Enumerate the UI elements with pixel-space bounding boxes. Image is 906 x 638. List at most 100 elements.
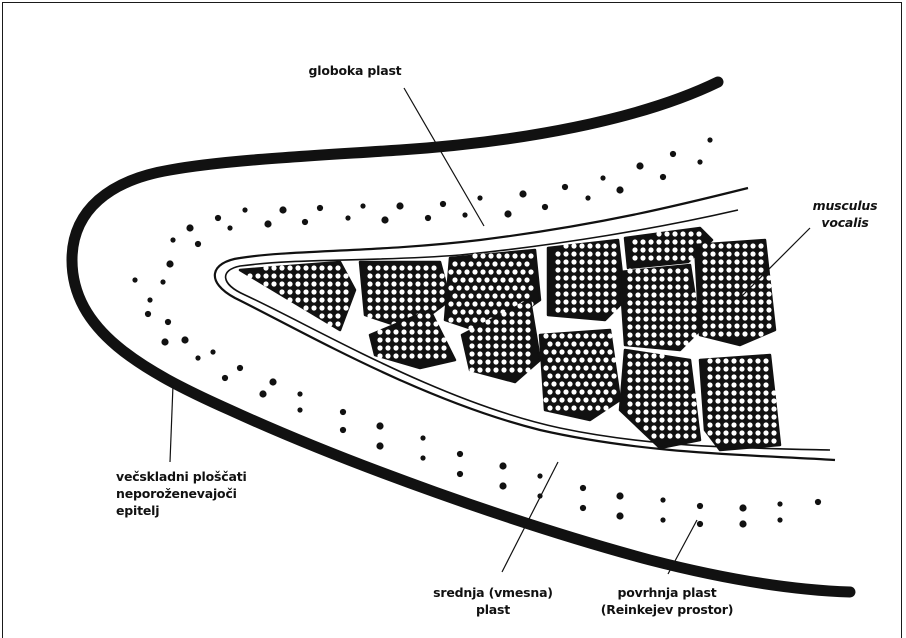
muscle-cell	[718, 283, 723, 288]
muscle-cell	[563, 307, 568, 312]
muscle-cell	[391, 273, 396, 278]
muscle-cell	[755, 422, 760, 427]
tissue-dot	[815, 499, 821, 505]
muscle-cell	[707, 382, 712, 387]
muscle-cell	[480, 253, 485, 258]
muscle-cell	[493, 351, 498, 356]
muscle-cell	[484, 309, 489, 314]
muscle-cell	[635, 276, 640, 281]
muscle-cell	[335, 265, 340, 270]
tissue-dot	[170, 237, 175, 242]
muscle-cell	[417, 329, 422, 334]
muscle-cell	[739, 414, 744, 419]
muscle-cell	[595, 251, 600, 256]
muscle-cell	[464, 285, 469, 290]
muscle-cell	[651, 353, 656, 358]
muscle-cell	[611, 283, 616, 288]
muscle-cell	[750, 307, 755, 312]
tissue-dot	[195, 241, 201, 247]
muscle-cell	[635, 409, 640, 414]
muscle-cell	[501, 343, 506, 348]
muscle-cell	[627, 377, 632, 382]
muscle-cell	[383, 273, 388, 278]
muscle-cell	[571, 251, 576, 256]
muscle-cell	[520, 269, 525, 274]
muscle-cell	[726, 251, 731, 256]
muscle-cell	[401, 345, 406, 350]
muscle-cell	[500, 293, 505, 298]
muscle-cell	[555, 291, 560, 296]
muscle-cell	[758, 315, 763, 320]
muscle-cell	[375, 265, 380, 270]
muscle-cell	[680, 239, 685, 244]
muscle-cell	[543, 397, 548, 402]
muscle-cell	[734, 307, 739, 312]
muscle-cell	[504, 253, 509, 258]
muscle-cell	[667, 425, 672, 430]
muscle-cell	[656, 239, 661, 244]
muscle-cell	[731, 430, 736, 435]
muscle-cell	[603, 283, 608, 288]
muscle-cell	[750, 331, 755, 336]
tissue-dot	[165, 319, 171, 325]
muscle-cell	[731, 382, 736, 387]
muscle-cell	[718, 331, 723, 336]
muscle-cell	[431, 265, 436, 270]
muscle-cell	[611, 267, 616, 272]
muscle-cell	[383, 281, 388, 286]
muscle-cell	[603, 251, 608, 256]
muscle-cell	[667, 324, 672, 329]
muscle-cell	[739, 382, 744, 387]
muscle-cell	[477, 359, 482, 364]
muscle-cell	[771, 422, 776, 427]
muscle-cell	[731, 374, 736, 379]
muscle-cell	[343, 281, 348, 286]
muscle-cell	[683, 385, 688, 390]
tissue-dot	[697, 159, 702, 164]
muscle-cell	[766, 283, 771, 288]
muscle-cell	[263, 281, 268, 286]
muscle-cell	[611, 299, 616, 304]
muscle-cell	[399, 265, 404, 270]
muscle-cell	[587, 357, 592, 362]
muscle-cell	[739, 422, 744, 427]
muscle-cell	[335, 313, 340, 318]
muscle-cell	[595, 307, 600, 312]
muscle-cell	[303, 297, 308, 302]
tissue-dot	[499, 462, 506, 469]
muscle-cell	[766, 299, 771, 304]
label-deep-layer: globoka plast	[300, 62, 410, 79]
muscle-cell	[484, 293, 489, 298]
muscle-cell	[512, 253, 517, 258]
muscle-cell	[469, 343, 474, 348]
muscle-cell	[659, 332, 664, 337]
muscle-cell	[563, 291, 568, 296]
muscle-cell	[651, 409, 656, 414]
muscle-cell	[659, 361, 664, 366]
muscle-cell	[567, 381, 572, 386]
muscle-cell	[525, 335, 530, 340]
muscle-cell	[651, 308, 656, 313]
muscle-cell	[423, 265, 428, 270]
tissue-dot	[302, 219, 308, 225]
muscle-cell	[525, 351, 530, 356]
muscle-cell	[367, 273, 372, 278]
muscle-cell	[587, 405, 592, 410]
muscle-cell	[327, 321, 332, 326]
muscle-cell	[651, 377, 656, 382]
muscle-cell	[579, 373, 584, 378]
muscle-cell	[517, 351, 522, 356]
muscle-cell	[691, 300, 696, 305]
muscle-cell	[559, 349, 564, 354]
muscle-cell	[755, 358, 760, 363]
muscle-cell	[448, 269, 453, 274]
muscle-cell	[667, 377, 672, 382]
muscle-cell	[295, 273, 300, 278]
muscle-cell	[599, 397, 604, 402]
muscle-cell	[319, 265, 324, 270]
muscle-cell	[659, 353, 664, 358]
tissue-dot	[499, 482, 506, 489]
muscle-cell	[627, 369, 632, 374]
muscle-cell	[393, 329, 398, 334]
muscle-cell	[651, 361, 656, 366]
